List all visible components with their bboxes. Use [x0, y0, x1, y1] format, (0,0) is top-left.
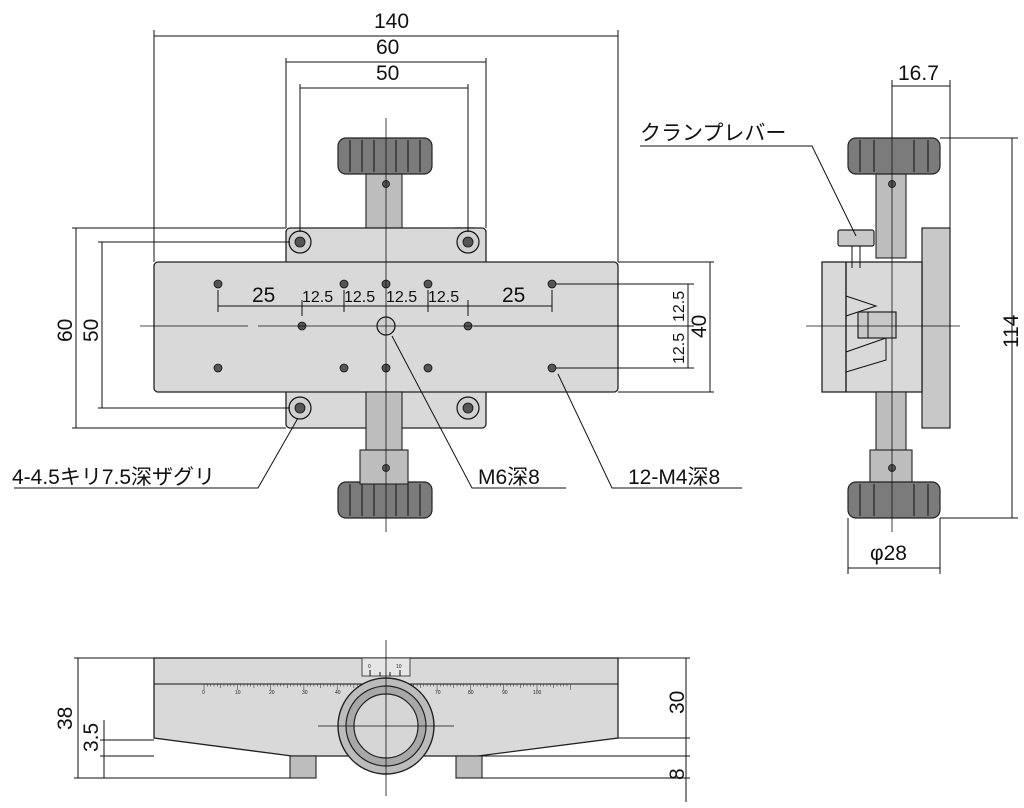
callout-center-tap: M6深8	[478, 466, 540, 489]
callout-counterbore: 4-4.5キリ7.5深ザグリ	[12, 466, 215, 489]
dim-12-5-d: 12.5	[428, 289, 459, 306]
lower-scale-100: 100	[533, 690, 542, 696]
lower-scale-30: 30	[302, 690, 308, 696]
lower-scale-40: 40	[335, 690, 341, 696]
side-mount-plate	[921, 227, 951, 429]
dim-12-5-a: 12.5	[302, 289, 333, 306]
dim-12-5-c: 12.5	[386, 289, 417, 306]
dim-phi28: φ28	[870, 542, 907, 565]
dim-12-5-right-bottom: 12.5	[671, 333, 688, 364]
dim-12-5-right-top: 12.5	[671, 291, 688, 322]
dim-114: 114	[1000, 314, 1023, 348]
top-knob-lower	[337, 391, 433, 519]
side-knob-upper	[847, 137, 941, 175]
upper-scale-0: 0	[368, 664, 371, 670]
lower-scale-80: 80	[468, 690, 474, 696]
side-view: 16.7 114 φ28 クランプレバー	[640, 62, 1023, 574]
upper-scale-10: 10	[396, 664, 402, 670]
dim-8: 8	[666, 768, 689, 780]
callout-clamp-lever: クランプレバー	[640, 122, 786, 145]
front-foot-right	[455, 755, 483, 779]
top-view: 140 60 50 25 12.5 12.5 12.5 12.5 25 60 5…	[12, 10, 742, 532]
front-view: 0 10 0 10 20 30 40 50 60 70 80 90 100	[54, 640, 690, 802]
counterbore-holes	[288, 230, 480, 420]
lower-scale-0: 0	[202, 690, 205, 696]
lower-scale-90: 90	[502, 690, 508, 696]
callout-taps: 12-M4深8	[628, 466, 720, 489]
top-leader-lines	[14, 335, 742, 489]
clamp-lever-side	[837, 229, 875, 268]
dim-12-5-b: 12.5	[344, 289, 375, 306]
dim-38: 38	[54, 707, 77, 730]
dim-50-left: 50	[80, 319, 103, 342]
dim-30: 30	[666, 691, 689, 714]
dim-40-right: 40	[688, 315, 711, 338]
dim-140: 140	[374, 10, 409, 33]
front-foot-left	[289, 755, 317, 779]
dim-3-5: 3.5	[80, 723, 103, 752]
dim-25-right: 25	[502, 284, 525, 307]
dim-60-left: 60	[54, 319, 77, 342]
lower-scale-20: 20	[269, 690, 275, 696]
lower-scale-10: 10	[235, 690, 241, 696]
dim-25-left: 25	[252, 284, 275, 307]
dim-16-7: 16.7	[898, 62, 939, 85]
lower-scale-70: 70	[435, 690, 441, 696]
top-dimension-lines	[72, 30, 714, 429]
top-knob-upper	[337, 137, 433, 229]
side-knob-lower	[847, 481, 941, 519]
dim-60-top: 60	[376, 36, 399, 59]
dim-50-top: 50	[376, 62, 399, 85]
